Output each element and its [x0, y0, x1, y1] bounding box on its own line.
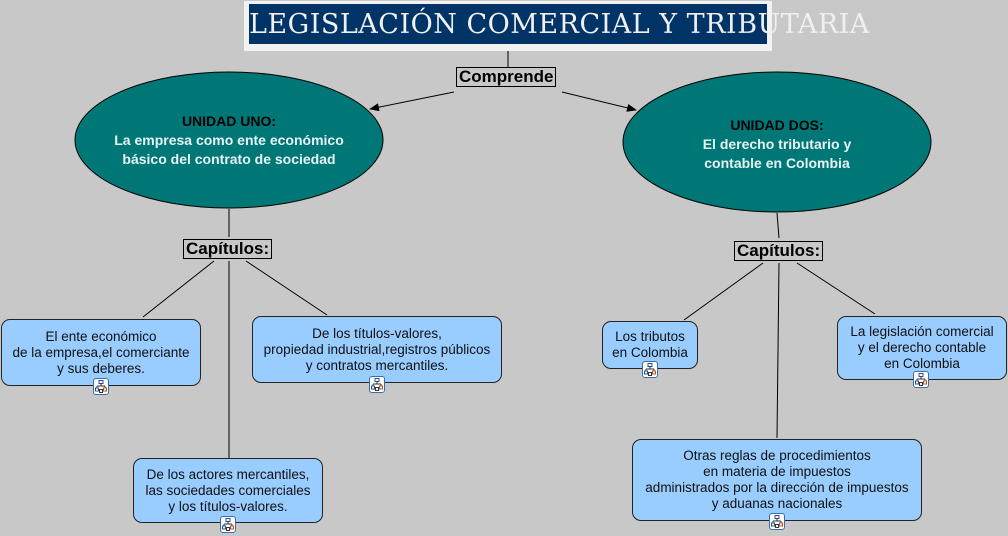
chapter-line: Los tributos [615, 329, 685, 344]
chapter-line: administrados por la dirección de impues… [645, 480, 909, 495]
map-title: LEGISLACIÓN COMERCIAL Y TRIBUTARIA [249, 4, 869, 44]
chapter-box[interactable]: El ente económico de la empresa,el comer… [1, 319, 201, 386]
chapter-line: de la empresa,el comerciante [12, 344, 190, 360]
chapter-line: y contratos mercantiles. [305, 357, 449, 373]
chapter-line: El ente económico [45, 328, 157, 344]
link-unit2-capitulos [776, 212, 780, 239]
unit-two-heading: UNIDAD DOS: [730, 117, 824, 133]
unit-two-ellipse [622, 71, 932, 213]
submap-icon[interactable] [913, 371, 929, 388]
unit-one-text[interactable]: UNIDAD UNO: La empresa como ente económi… [79, 112, 379, 169]
unit-one-ellipse [74, 71, 384, 209]
unit-two-capitulos-label[interactable]: Capítulos: [734, 241, 824, 261]
chapter-line: en Colombia [884, 356, 960, 371]
link-cap2-ch1 [683, 262, 764, 321]
unit-one-heading: UNIDAD UNO: [181, 113, 277, 129]
unit-two-text[interactable]: UNIDAD DOS: El derecho tributario y cont… [627, 116, 927, 173]
chapter-line: las sociedades comerciales [145, 482, 311, 498]
link-cap2-ch2 [796, 262, 876, 315]
submap-icon[interactable] [769, 513, 785, 530]
chapter-line: Otras reglas de procedimientos [683, 448, 871, 463]
unit-one-line: básico del contrato de sociedad [122, 151, 336, 167]
chapter-line: La legislación comercial [850, 324, 994, 339]
unit-one-capitulos-label[interactable]: Capítulos: [183, 239, 273, 259]
chapter-box[interactable]: De los títulos-valores, propiedad indust… [252, 316, 502, 383]
chapter-line: propiedad industrial,registros públicos [263, 341, 491, 357]
link-comprende-unit2 [561, 91, 637, 112]
chapter-line: y sus deberes. [57, 360, 145, 376]
link-cap1-ch1 [142, 260, 215, 318]
link-cap1-ch2 [245, 260, 328, 316]
link-comprende-unit1 [369, 91, 455, 112]
comprende-label[interactable]: Comprende [456, 67, 557, 87]
submap-icon[interactable] [369, 376, 385, 393]
link-cap2-ch3 [776, 262, 780, 439]
chapter-box[interactable]: La legislación comercial y el derecho co… [837, 316, 1007, 380]
submap-icon[interactable] [93, 378, 109, 395]
unit-one-line: La empresa como ente económico [114, 132, 344, 148]
chapter-line: y el derecho contable [857, 340, 987, 355]
submap-icon[interactable] [220, 516, 236, 533]
unit-two-line: El derecho tributario y [702, 136, 852, 152]
unit-two-line: contable en Colombia [704, 155, 850, 171]
submap-icon[interactable] [642, 361, 658, 378]
chapter-box[interactable]: Otras reglas de procedimientos en materi… [632, 439, 922, 521]
chapter-line: en Colombia [612, 345, 688, 360]
chapter-line: De los actores mercantiles, [146, 466, 310, 482]
chapter-line: De los títulos-valores, [312, 325, 442, 341]
chapter-line: y los títulos-valores. [168, 498, 288, 514]
chapter-box[interactable]: De los actores mercantiles, las sociedad… [133, 458, 323, 523]
chapter-line: y aduanas nacionales [711, 496, 843, 511]
chapter-line: en materia de impuestos [703, 464, 851, 479]
